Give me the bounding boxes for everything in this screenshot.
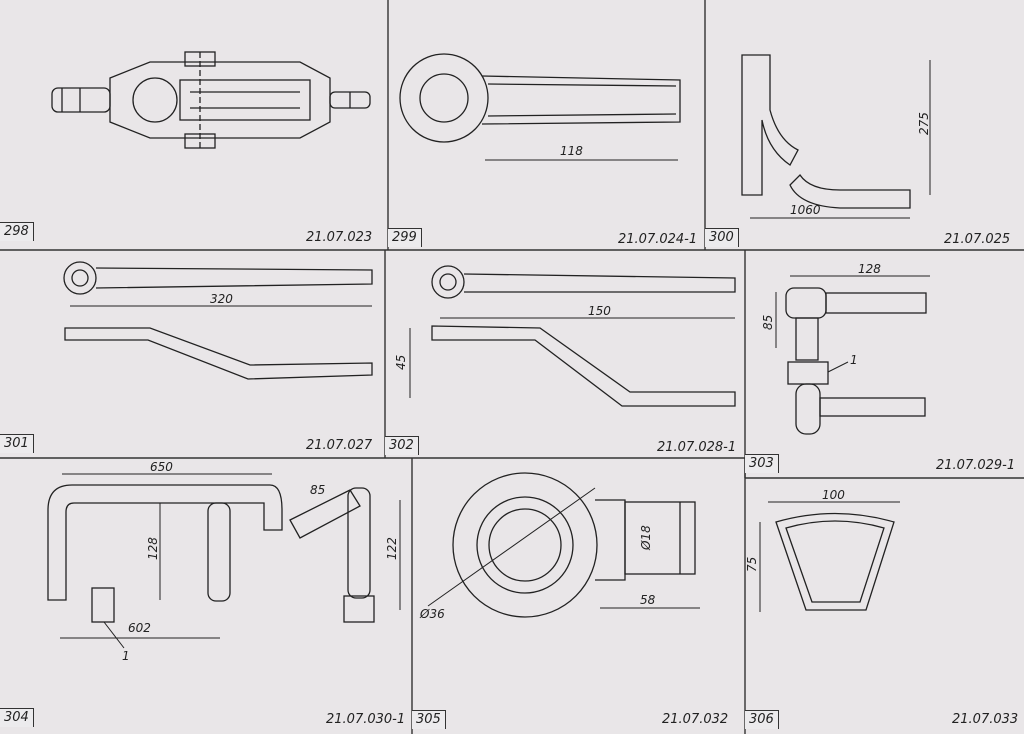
dim-299-len: 118 xyxy=(560,144,583,158)
panel-303-code: 21.07.029-1 xyxy=(936,458,1016,473)
panel-298-number: 298 xyxy=(0,222,34,241)
dim-304-right: 122 xyxy=(385,537,399,560)
dim-301-len: 320 xyxy=(210,292,233,306)
panel-306-code: 21.07.033 xyxy=(952,712,1019,727)
panel-300-code: 21.07.025 xyxy=(944,232,1011,247)
panel-304-code: 21.07.030-1 xyxy=(326,712,406,727)
dim-303-h: 85 xyxy=(761,315,775,330)
dim-305-small: Ø18 xyxy=(639,525,653,551)
drawing-298 xyxy=(51,51,371,149)
dim-300-h: 275 xyxy=(917,112,931,135)
dim-302-h: 45 xyxy=(394,355,408,370)
panel-302-code: 21.07.028-1 xyxy=(657,440,737,455)
drawing-305: 58 Ø18 Ø36 xyxy=(419,472,700,621)
drawing-303: 128 85 1 xyxy=(761,262,930,435)
panel-301-number: 301 xyxy=(0,434,34,453)
callout-303: 1 xyxy=(850,353,858,367)
dim-304-h: 128 xyxy=(146,537,160,560)
panel-305-number: 305 xyxy=(412,710,446,729)
dim-305-big: Ø36 xyxy=(419,607,445,621)
panel-298-code: 21.07.023 xyxy=(306,230,373,245)
callout-304: 1 xyxy=(122,649,130,663)
dim-303-w: 128 xyxy=(858,262,881,276)
panel-304-number: 304 xyxy=(0,708,34,727)
panel-302-number: 302 xyxy=(385,436,419,455)
panel-303-number: 303 xyxy=(745,454,779,473)
panel-306-number: 306 xyxy=(745,710,779,729)
dim-302-len: 150 xyxy=(588,304,611,318)
panel-301-code: 21.07.027 xyxy=(306,438,373,453)
drawing-299: 118 xyxy=(399,53,681,161)
dim-304-angle: 85 xyxy=(310,483,325,497)
dim-300-w: 1060 xyxy=(790,203,821,217)
panel-299-code: 21.07.024-1 xyxy=(618,232,698,247)
drawing-300: 275 1060 xyxy=(741,54,931,219)
dim-306-h: 75 xyxy=(745,557,759,572)
drawing-304: 650 128 602 1 85 122 xyxy=(47,460,401,663)
drawing-306: 100 75 xyxy=(745,488,900,612)
dim-305-len: 58 xyxy=(640,593,656,607)
drawing-302: 150 45 xyxy=(394,265,736,407)
drawing-301: 320 xyxy=(63,261,373,380)
panel-305-code: 21.07.032 xyxy=(662,712,729,727)
dim-304-w: 650 xyxy=(150,460,173,474)
dim-306-w: 100 xyxy=(822,488,845,502)
panel-300-number: 300 xyxy=(705,228,739,247)
panel-299-number: 299 xyxy=(388,228,422,247)
dim-304-bottom: 602 xyxy=(128,621,151,635)
